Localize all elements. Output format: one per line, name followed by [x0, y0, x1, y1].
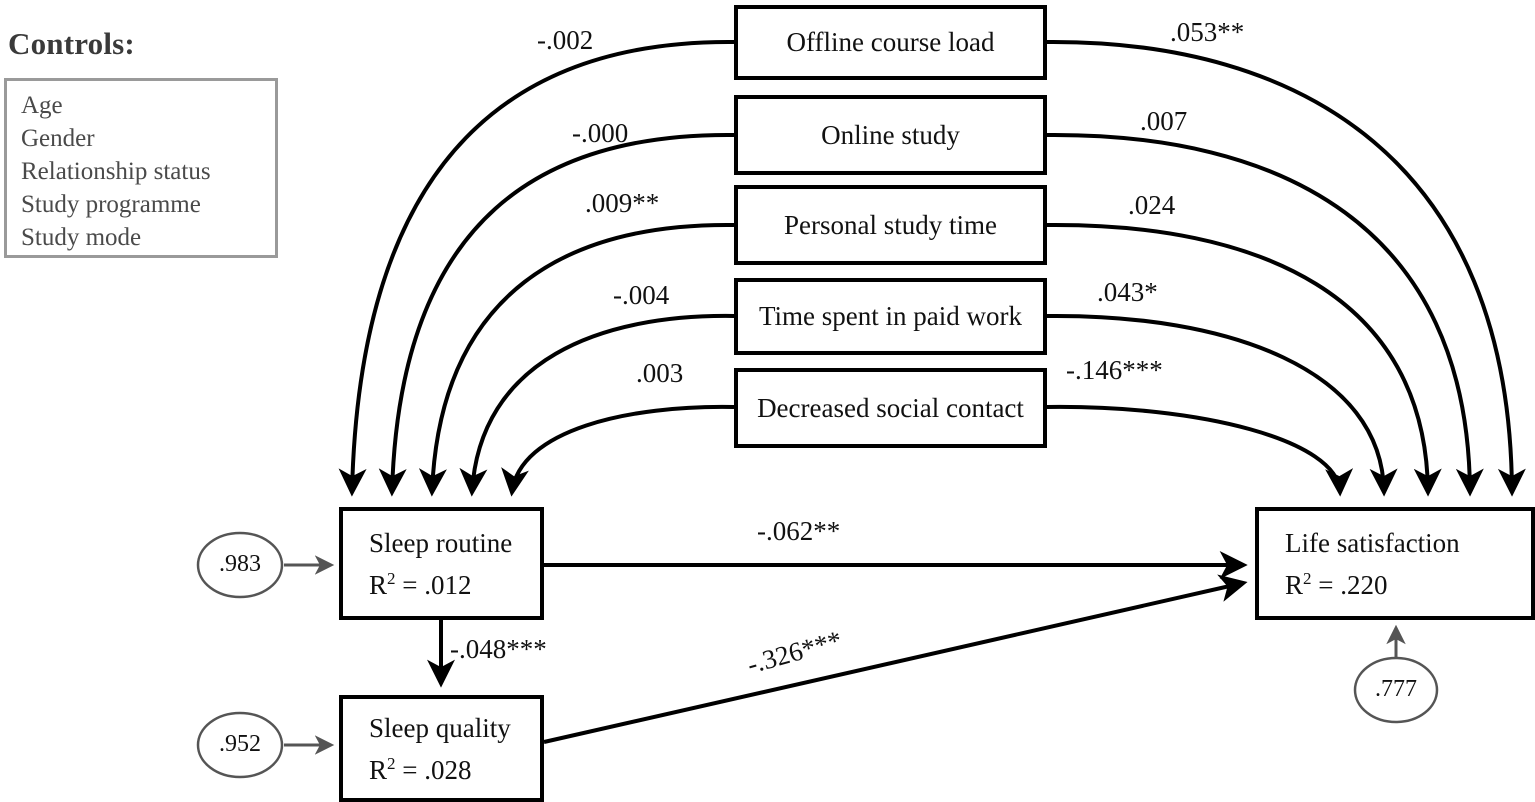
coef-decreased-social-contact-to-sleep-routine: .003	[636, 358, 684, 388]
control-item-gender: Gender	[21, 125, 95, 152]
node-label-offline-course-load: Offline course load	[786, 27, 995, 57]
control-item-study-programme: Study programme	[21, 191, 201, 218]
path-offline-course-load-to-life-satisfaction	[1046, 39, 1526, 497]
node-personal-study-time: Personal study time	[734, 185, 1047, 265]
coef-online-study-to-sleep-routine: -.000	[572, 118, 629, 148]
r2-symbol-sleep-quality: R	[369, 754, 388, 785]
path-sleep-quality-to-life-satisfaction	[543, 574, 1248, 744]
node-sleep-quality: Sleep quality R2 = .028	[339, 695, 544, 802]
coef-sleep-routine-to-life-satisfaction: -.062**	[757, 516, 841, 546]
r2-value-life-satisfaction: = .220	[1318, 569, 1388, 600]
node-label-decreased-social-contact: Decreased social contact	[757, 392, 1024, 423]
path-personal-study-time-to-life-satisfaction	[1046, 222, 1442, 497]
node-label-online-study: Online study	[821, 119, 960, 150]
r2-exponent-sleep-routine: 2	[387, 568, 396, 588]
node-label-personal-study-time: Personal study time	[784, 209, 997, 240]
control-item-age: Age	[21, 92, 63, 119]
paths-to-sleep-routine	[338, 39, 735, 497]
coef-decreased-social-contact-to-life-satisfaction: -.146***	[1066, 355, 1163, 385]
r2-value-sleep-routine: = .012	[402, 569, 472, 600]
path-personal-study-time-to-sleep-routine	[418, 222, 735, 497]
path-decreased-social-contact-to-life-satisfaction	[1046, 404, 1354, 497]
error-ellipse-sleep-routine	[196, 531, 284, 599]
coef-online-study-to-life-satisfaction: .007	[1140, 106, 1188, 136]
path-online-study-to-life-satisfaction	[1046, 132, 1484, 497]
node-label-life-satisfaction: Life satisfaction	[1285, 527, 1460, 558]
error-label-life-satisfaction: .777	[1375, 676, 1417, 702]
controls-box: Age Gender Relationship status Study pro…	[4, 78, 278, 258]
controls-title: Controls:	[8, 26, 135, 61]
node-r2-sleep-routine: R2 = .012	[343, 561, 540, 603]
path-time-spent-in-paid-work-to-sleep-routine	[459, 313, 735, 497]
error-label-sleep-quality: .952	[219, 731, 261, 757]
structural-paths	[427, 551, 1248, 744]
node-online-study: Online study	[734, 95, 1047, 175]
coef-time-spent-in-paid-work-to-life-satisfaction: .043*	[1097, 277, 1158, 307]
error-terms	[196, 531, 1439, 779]
path-decreased-social-contact-to-sleep-routine	[501, 404, 735, 497]
node-time-spent-in-paid-work: Time spent in paid work	[734, 278, 1047, 355]
controls-list: Age Gender Relationship status Study pro…	[21, 89, 211, 254]
paths-to-life-satisfaction	[1046, 39, 1526, 497]
r2-symbol-life-satisfaction: R	[1285, 569, 1304, 600]
path-offline-course-load-to-sleep-routine	[338, 39, 735, 497]
coef-personal-study-time-to-life-satisfaction: .024	[1128, 190, 1176, 220]
coef-offline-course-load-to-sleep-routine: -.002	[537, 25, 594, 55]
control-item-relationship-status: Relationship status	[21, 158, 211, 185]
r2-symbol-sleep-routine: R	[369, 569, 388, 600]
coef-sleep-routine-to-sleep-quality: -.048***	[450, 634, 547, 664]
coef-personal-study-time-to-sleep-routine: .009**	[585, 188, 660, 218]
coef-offline-course-load-to-life-satisfaction: .053**	[1170, 17, 1245, 47]
node-r2-life-satisfaction: R2 = .220	[1259, 561, 1531, 603]
error-ellipse-sleep-quality	[196, 711, 284, 779]
node-label-sleep-routine: Sleep routine	[369, 527, 513, 558]
r2-value-sleep-quality: = .028	[402, 754, 472, 785]
node-sleep-routine: Sleep routine R2 = .012	[339, 507, 544, 620]
node-decreased-social-contact: Decreased social contact	[734, 368, 1047, 448]
r2-exponent-life-satisfaction: 2	[1303, 568, 1312, 588]
node-label-time-spent-in-paid-work: Time spent in paid work	[759, 301, 1022, 331]
r2-exponent-sleep-quality: 2	[387, 753, 396, 773]
coef-time-spent-in-paid-work-to-sleep-routine: -.004	[613, 280, 670, 310]
path-time-spent-in-paid-work-to-life-satisfaction	[1046, 313, 1398, 497]
node-label-sleep-quality: Sleep quality	[369, 712, 511, 743]
path-online-study-to-sleep-routine	[378, 132, 735, 497]
error-label-sleep-routine: .983	[219, 551, 261, 577]
control-item-study-mode: Study mode	[21, 224, 142, 251]
node-offline-course-load: Offline course load	[734, 5, 1047, 80]
node-life-satisfaction: Life satisfaction R2 = .220	[1255, 507, 1535, 620]
node-r2-sleep-quality: R2 = .028	[343, 746, 540, 788]
